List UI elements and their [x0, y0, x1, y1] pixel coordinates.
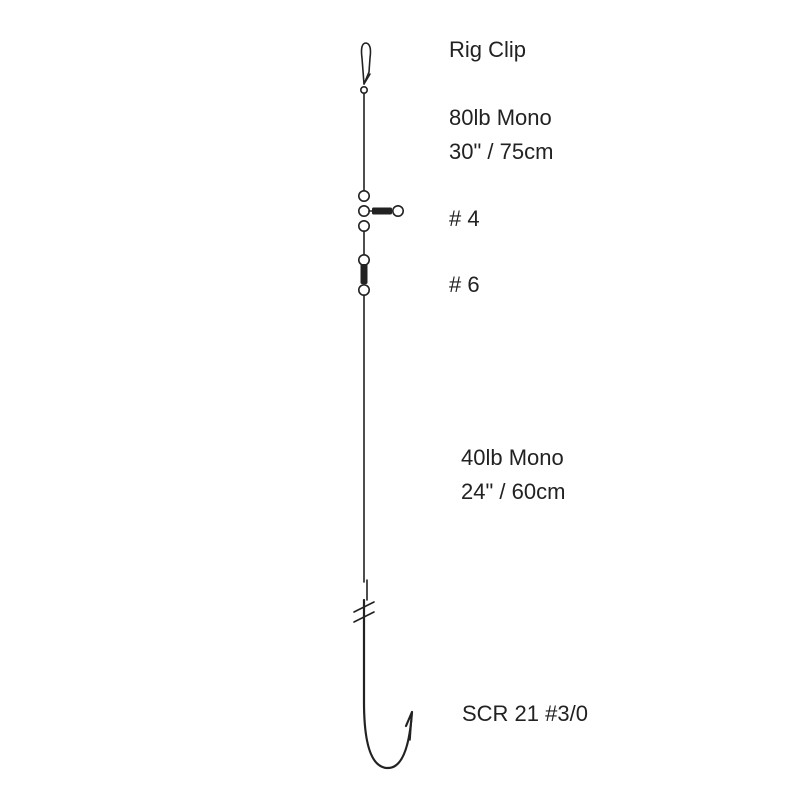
main-line-length: 30" / 75cm: [449, 139, 554, 164]
fish-hook-icon: [362, 598, 414, 770]
snood-material: 40lb Mono: [461, 445, 564, 470]
rig-clip-label: Rig Clip: [449, 33, 526, 67]
main-line-label: 80lb Mono 30" / 75cm: [449, 101, 553, 169]
three-way-swivel-icon: [357, 190, 404, 233]
snood-label: 40lb Mono 24" / 60cm: [461, 441, 565, 509]
rig-clip-icon: [359, 42, 372, 95]
snood-length: 24" / 60cm: [461, 479, 566, 504]
barrel-swivel-icon: [357, 254, 370, 296]
hook-label: SCR 21 #3/0: [462, 697, 588, 731]
swivel-upper-label: # 4: [449, 202, 480, 236]
swivel-lower-label: # 6: [449, 268, 480, 302]
hook-model: SCR 21 #3/0: [462, 701, 588, 726]
swivel-lower-size: # 6: [449, 272, 480, 297]
rig-clip-text: Rig Clip: [449, 37, 527, 62]
swivel-upper-size: # 4: [449, 206, 480, 231]
main-line-material: 80lb Mono: [449, 105, 552, 130]
